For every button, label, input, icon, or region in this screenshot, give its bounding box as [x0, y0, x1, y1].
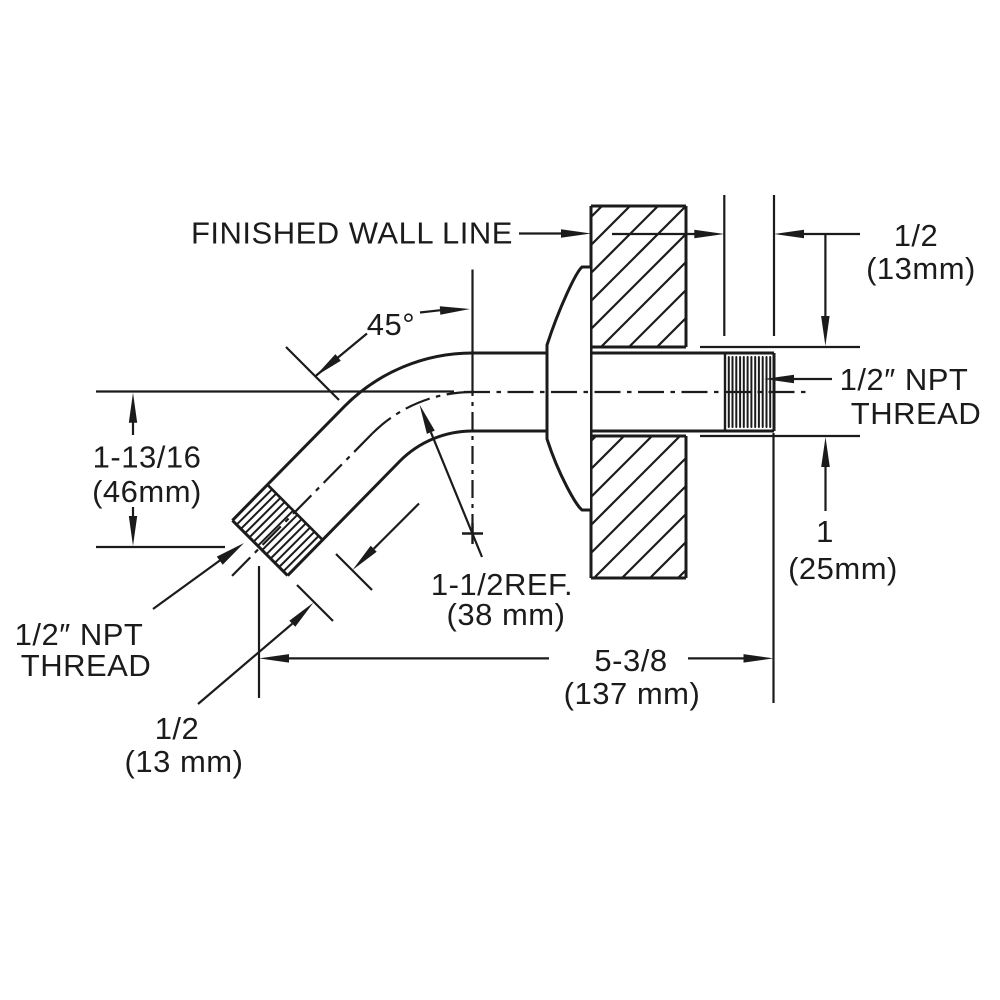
label-npt-left: 1/2″ NPT	[15, 617, 144, 652]
label-drop-height: (46mm)	[92, 474, 202, 509]
label-npt-right: THREAD	[851, 396, 981, 431]
finished-wall-line-leader	[519, 229, 591, 238]
escutcheon-flange	[545, 265, 590, 512]
npt-right-leader	[764, 374, 832, 384]
dim-bend-radius	[419, 404, 484, 558]
npt-left-leader	[152, 543, 244, 610]
label-hole-dia: (25mm)	[788, 551, 898, 586]
label-npt-left: THREAD	[21, 648, 151, 683]
wall-section-outline	[589, 204, 688, 580]
thread-hatch-left	[236, 489, 319, 572]
dim-drop-height	[96, 390, 454, 549]
dim-hole-diameter	[700, 345, 860, 511]
label-wall-thread: (13mm)	[866, 251, 976, 286]
label-finished-wall-line: FINISHED WALL LINE	[191, 216, 513, 251]
label-thread-left: (13 mm)	[125, 744, 244, 779]
label-overall-length: 5-3/8	[594, 643, 667, 678]
dim-overall-length	[257, 433, 775, 703]
dim-thread-length-right	[612, 195, 860, 346]
label-overall-length: (137 mm)	[564, 676, 701, 711]
label-drop-height: 1-13/16	[93, 440, 202, 475]
label-npt-right: 1/2″ NPT	[840, 362, 969, 397]
label-wall-thread: 1/2	[894, 218, 939, 253]
dim-bend-angle	[285, 306, 470, 401]
label-hole-dia: 1	[816, 514, 834, 549]
label-bend-angle: 45°	[367, 307, 415, 342]
label-thread-left: 1/2	[155, 711, 200, 746]
label-bend-radius: 1-1/2REF.	[431, 567, 573, 602]
dim-thread-length-left	[197, 502, 420, 705]
wall-section-hatch	[590, 205, 687, 579]
dimension-labels: FINISHED WALL LINE 45° 1/2 (13mm) 1/2″ N…	[15, 216, 981, 780]
label-bend-radius: (38 mm)	[447, 597, 566, 632]
centerlines	[227, 269, 806, 581]
